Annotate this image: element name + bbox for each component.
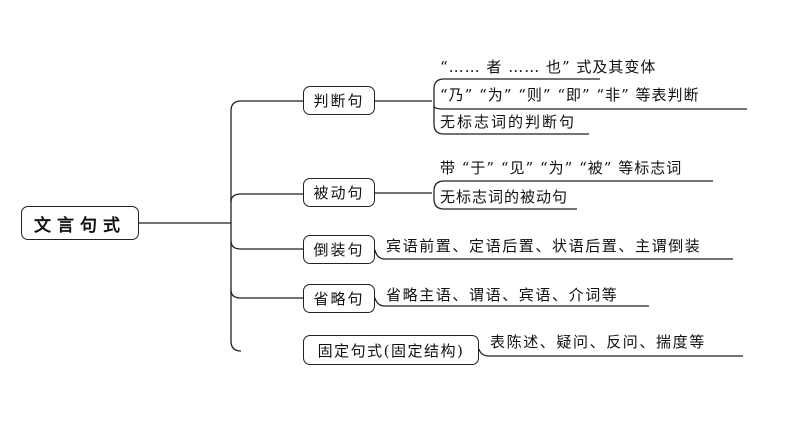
- connector-branch-3: [230, 240, 303, 250]
- underline-inversion: [374, 249, 733, 260]
- connector-trunk: [230, 100, 242, 352]
- leaf-judgment-2: “乃” “为” “则” “即” “非” 等表判断: [440, 86, 700, 104]
- connector-branch-2: [230, 193, 303, 203]
- branch-label: 被动句: [313, 184, 365, 202]
- branch-label: 判断句: [313, 92, 365, 110]
- leaf-passive-2: 无标志词的被动句: [440, 188, 569, 206]
- root-node[interactable]: 文言句式: [21, 206, 139, 240]
- branch-node-judgment[interactable]: 判断句: [303, 86, 375, 115]
- underline-fixed: [478, 348, 743, 357]
- connector-passive-bracket: [433, 180, 445, 210]
- branch-label: 固定句式(固定结构): [317, 341, 465, 360]
- underline-ellipsis: [374, 297, 649, 307]
- leaf-judgment-3: 无标志词的判断句: [440, 113, 577, 131]
- branch-node-passive[interactable]: 被动句: [303, 178, 375, 207]
- branch-node-inversion[interactable]: 倒装句: [303, 235, 375, 264]
- branch-node-fixed[interactable]: 固定句式(固定结构): [303, 335, 479, 365]
- branch-node-ellipsis[interactable]: 省略句: [303, 284, 375, 313]
- leaf-ellipsis-1: 省略主语、谓语、宾语、介词等: [386, 286, 619, 304]
- branch-label: 倒装句: [313, 241, 365, 259]
- branch-label: 省略句: [313, 290, 365, 308]
- underline-judge-2: [433, 105, 747, 110]
- leaf-fixed-1: 表陈述、疑问、反问、揣度等: [490, 333, 706, 351]
- leaf-inversion-1: 宾语前置、定语后置、状语后置、主谓倒装: [386, 237, 702, 255]
- leaf-judgment-1: “…… 者 …… 也” 式及其变体: [440, 58, 657, 76]
- connector-branch-4: [230, 289, 303, 299]
- root-label: 文言句式: [34, 215, 126, 236]
- leaf-passive-1: 带 “于” “见” “为” “被” 等标志词: [440, 159, 683, 177]
